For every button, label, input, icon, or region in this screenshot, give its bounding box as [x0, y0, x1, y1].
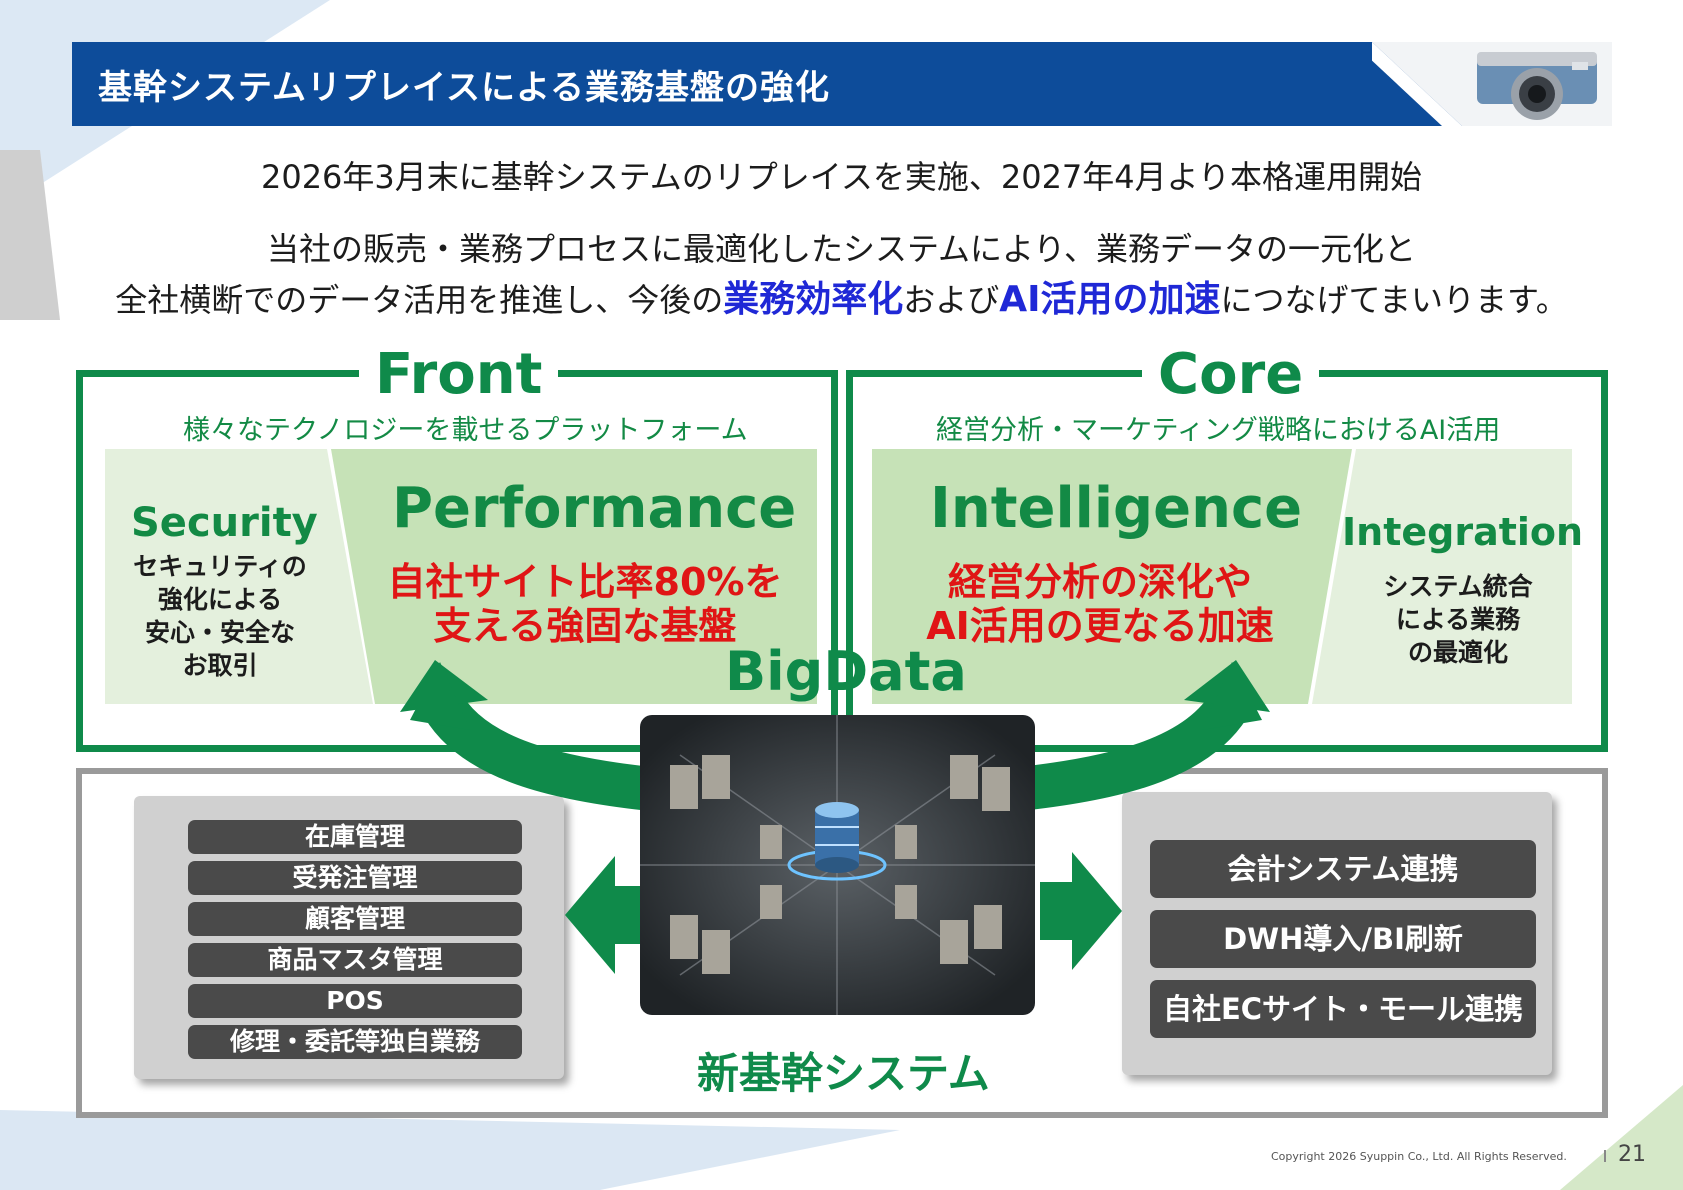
right-arrow-icon — [1040, 852, 1122, 970]
left-function-item: 受発注管理 — [188, 861, 522, 895]
front-panels — [105, 449, 817, 704]
bigdata-label: BigData — [725, 640, 967, 703]
intelligence-description: 経営分析の深化や AI活用の更なる加速 — [926, 560, 1274, 648]
left-arrow-icon — [565, 856, 645, 974]
front-subtitle: 様々なテクノロジーを載せるプラットフォーム — [183, 415, 748, 446]
footer-separator — [1604, 1150, 1606, 1162]
page-title: 基幹システムリプレイスによる業務基盤の強化 — [98, 68, 830, 108]
performance-description: 自社サイト比率80%を 支える強固な基盤 — [387, 560, 783, 648]
right-function-item: 自社ECサイト・モール連携 — [1150, 980, 1536, 1038]
camera-image — [1372, 42, 1612, 126]
security-description: セキュリティの 強化による 安心・安全な お取引 — [133, 552, 307, 680]
core-subtitle: 経営分析・マーケティング戦略におけるAI活用 — [936, 415, 1501, 446]
intro-line-1: 2026年3月末に基幹システムのリプレイスを実施、2027年4月より本格運用開始 — [260, 158, 1423, 196]
new-core-system-label: 新基幹システム — [697, 1049, 990, 1098]
security-title: Security — [131, 500, 318, 546]
right-function-item: DWH導入/BI刷新 — [1150, 910, 1536, 968]
intro-line-2: 当社の販売・業務プロセスに最適化したシステムにより、業務データの一元化と — [266, 230, 1417, 268]
left-function-item: 修理・委託等独自業務 — [188, 1025, 522, 1059]
left-function-item: 在庫管理 — [188, 820, 522, 854]
highlight-efficiency: 業務効率化 — [723, 279, 904, 320]
core-frame: Core — [846, 347, 1608, 752]
bigdata-server-image — [640, 715, 1035, 1015]
left-function-item: POS — [188, 984, 522, 1018]
left-function-item: 顧客管理 — [188, 902, 522, 936]
core-panels — [872, 449, 1572, 704]
copyright: Copyright 2026 Syuppin Co., Ltd. All Rig… — [1271, 1150, 1567, 1163]
integration-description: システム統合 による業務 の最適化 — [1383, 572, 1533, 667]
intro-line-3-part-b: および — [903, 281, 1000, 319]
page-number: 21 — [1618, 1142, 1646, 1167]
left-function-item: 商品マスタ管理 — [188, 943, 522, 977]
performance-title: Performance — [392, 476, 797, 541]
front-title: Front — [359, 347, 559, 403]
intelligence-title: Intelligence — [930, 476, 1303, 541]
intro-line-3-part-a: 全社横断でのデータ活用を推進し、今後の — [115, 281, 724, 319]
intro-line-3-part-c: につなげてまいります。 — [1220, 281, 1568, 319]
header-bar: 基幹システムリプレイスによる業務基盤の強化 — [72, 42, 1612, 126]
right-function-item: 会計システム連携 — [1150, 840, 1536, 898]
intro-line-3: 全社横断でのデータ活用を推進し、今後の業務効率化およびAI活用の加速につなげてま… — [0, 270, 1683, 322]
integration-title: Integration — [1342, 510, 1584, 554]
highlight-ai: AI活用の加速 — [999, 279, 1221, 320]
core-title: Core — [1142, 347, 1320, 403]
